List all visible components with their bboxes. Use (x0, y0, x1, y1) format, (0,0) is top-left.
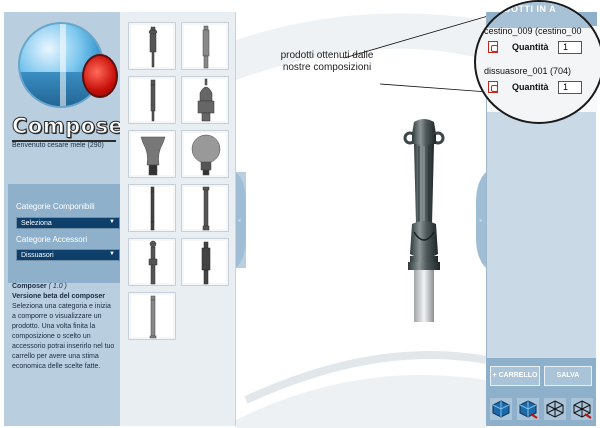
magnified-products-header: DOTTI IN A (476, 2, 600, 28)
svg-text:«: « (238, 218, 241, 224)
logo-red-lens (82, 54, 118, 98)
callout-line-2: nostre composizioni (282, 62, 372, 73)
quantity-input-2[interactable]: 1 (558, 81, 582, 94)
thumbnail-bollard-1[interactable] (128, 22, 176, 70)
chevron-down-icon: ▼ (109, 219, 115, 225)
categories-box: Categorie Componibili Seleziona ▼ Catego… (8, 184, 122, 283)
componibili-select-value: Seleziona (21, 220, 52, 227)
magnifier-lens: DOTTI IN A cestino_009 (cestino_00 Quant… (474, 0, 600, 124)
product-item-1-name[interactable]: cestino_009 (cestino_00 (484, 26, 582, 36)
componibili-label: Categorie Componibili (16, 202, 95, 211)
product-preview[interactable] (396, 116, 452, 326)
logo-text: Composer (11, 114, 135, 139)
left-sidebar: Composer Benvenuto cesare mele (290) Cat… (4, 12, 134, 426)
product-item-2-name[interactable]: dissuasore_001 (704) (484, 66, 572, 76)
componibili-select[interactable]: Seleziona ▼ (16, 217, 120, 229)
chevron-down-icon: ▼ (109, 251, 115, 257)
left-collapse-handle[interactable]: « (236, 172, 246, 268)
right-collapse-handle[interactable]: » (476, 172, 486, 268)
save-button[interactable]: SALVA (544, 366, 592, 386)
thumbnail-bollard-9[interactable] (128, 238, 176, 286)
info-text: Composer ( 1.0 ) Versione beta del compo… (12, 282, 124, 372)
info-subtitle: Versione beta del composer (12, 293, 105, 300)
thumbnail-bollard-10[interactable] (181, 238, 229, 286)
thumbnail-bollard-4[interactable] (181, 76, 229, 124)
info-version: ( 1.0 ) (48, 283, 67, 290)
pdf-icon[interactable] (488, 41, 498, 53)
add-to-cart-button[interactable]: + CARRELLO (490, 366, 540, 386)
thumbnail-bollard-2[interactable] (181, 22, 229, 70)
thumbnail-bollard-5[interactable] (128, 130, 176, 178)
accessori-select-value: Dissuasori (21, 252, 54, 259)
thumbnail-bollard-7[interactable] (128, 184, 176, 232)
callout-line-1: prodotti ottenuti dalle (280, 50, 374, 61)
quantity-label: Quantità (512, 82, 549, 92)
canvas-background (236, 13, 486, 428)
pdf-icon[interactable] (488, 81, 498, 93)
info-title: Composer (12, 283, 47, 290)
thumbnail-bollard-3[interactable] (128, 76, 176, 124)
quantity-input-1[interactable]: 1 (558, 41, 582, 54)
svg-text:»: » (479, 218, 482, 224)
wireframe-view-icon[interactable] (544, 398, 566, 420)
products-header-text: DOTTI IN A (504, 4, 557, 14)
thumbnail-bollard-11[interactable] (128, 292, 176, 340)
accessori-label: Categorie Accessori (16, 235, 88, 244)
info-body: Seleziona una categoria e inizia a compo… (12, 303, 115, 370)
cube-view-red-icon[interactable] (517, 398, 539, 420)
thumbnail-bollard-8[interactable] (181, 184, 229, 232)
callout-text: prodotti ottenuti dalle nostre composizi… (262, 50, 392, 74)
thumbnail-bollard-6[interactable] (181, 130, 229, 178)
quantity-label: Quantità (512, 42, 549, 52)
accessori-select[interactable]: Dissuasori ▼ (16, 249, 120, 261)
wireframe-view-red-icon[interactable] (571, 398, 593, 420)
logo-underline (12, 140, 116, 142)
cube-view-icon[interactable] (490, 398, 512, 420)
welcome-text: Benvenuto cesare mele (290) (12, 142, 104, 149)
